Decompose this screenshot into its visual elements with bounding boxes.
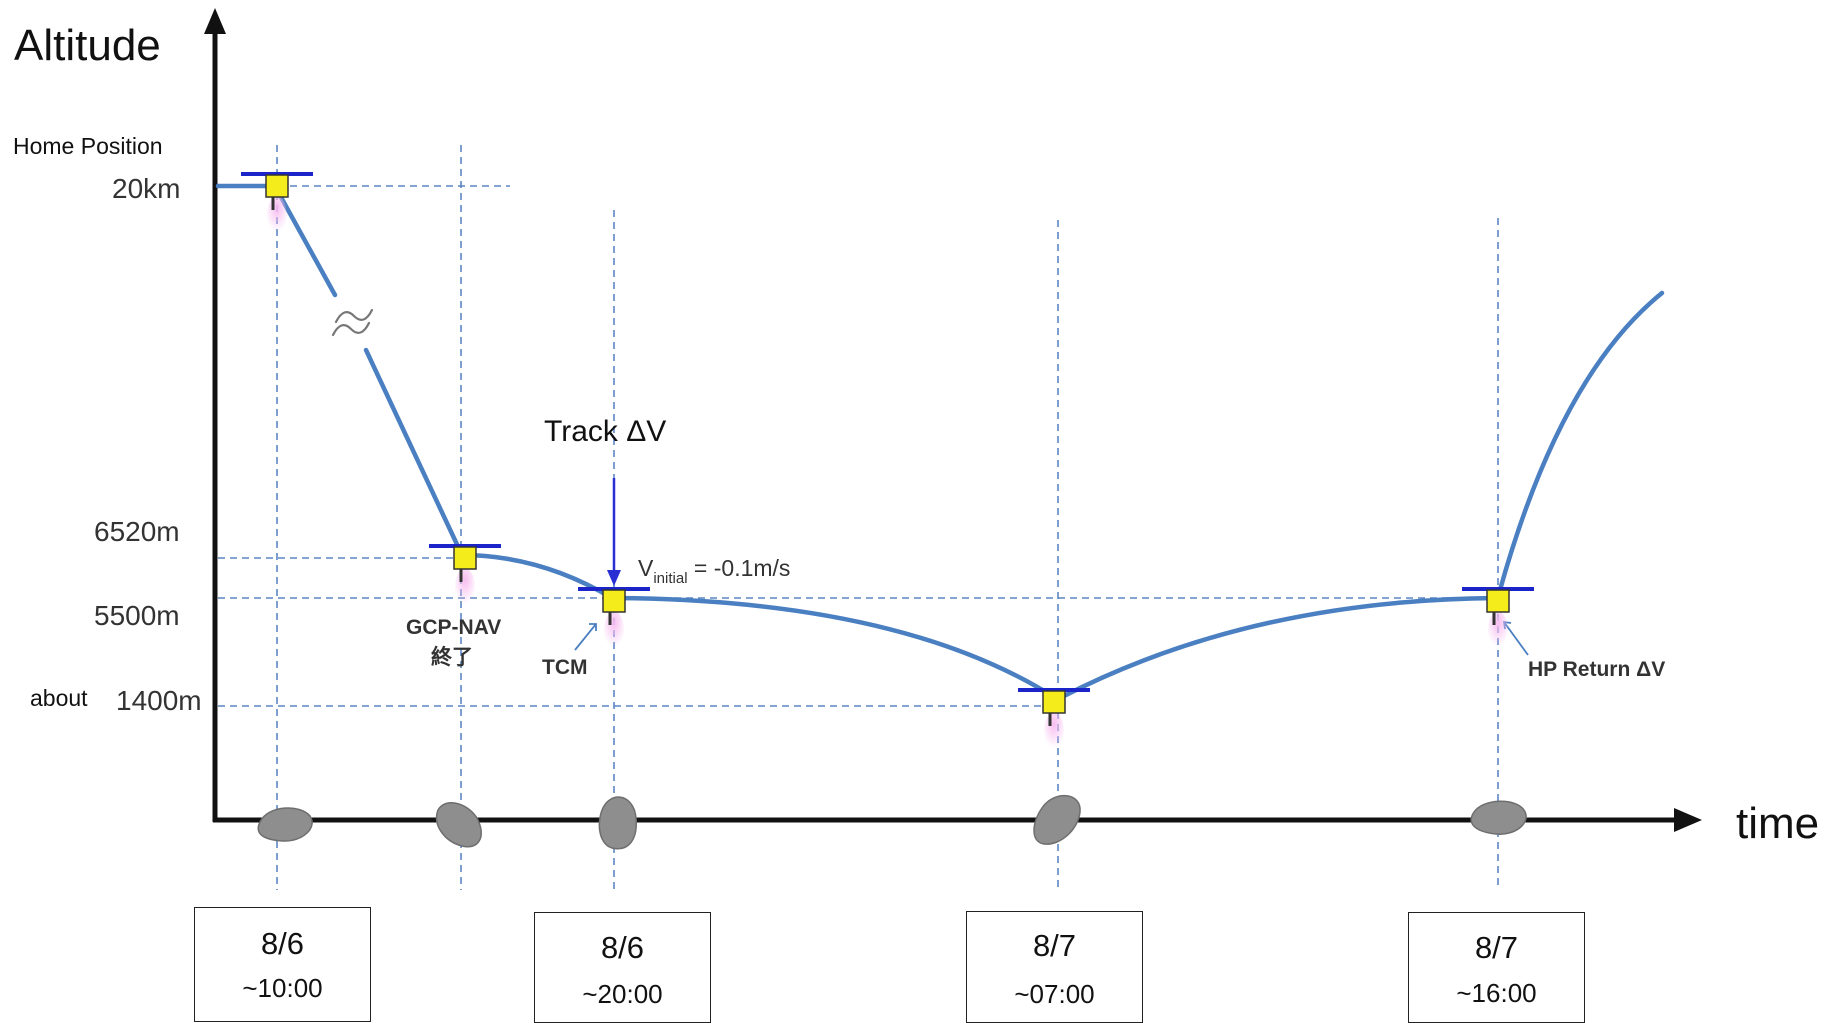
thruster-plume bbox=[267, 196, 287, 236]
timeline-date: 8/7 bbox=[1032, 928, 1077, 963]
spacecraft-icon bbox=[1018, 688, 1090, 752]
thruster-plume bbox=[1044, 712, 1064, 752]
spacecraft-icon bbox=[241, 172, 313, 236]
y-axis-title: Altitude bbox=[14, 21, 161, 70]
asteroid-icon bbox=[1470, 800, 1527, 835]
thruster-plume bbox=[455, 568, 475, 608]
asteroid-icon bbox=[257, 807, 313, 842]
tcm-pointer bbox=[574, 623, 597, 651]
v-initial-value: = -0.1m/s bbox=[688, 555, 791, 581]
trajectory-descent-upper bbox=[274, 187, 338, 298]
spacecraft-body bbox=[1486, 589, 1510, 613]
axes bbox=[204, 8, 1702, 832]
trajectory-descent-lower bbox=[363, 347, 464, 556]
thruster-plume bbox=[604, 611, 624, 651]
timeline-date: 8/7 bbox=[1474, 930, 1519, 965]
about-label: about bbox=[30, 685, 88, 711]
altitude-label-20km: 20km bbox=[112, 173, 180, 204]
asteroids bbox=[257, 794, 1527, 850]
asteroid-icon bbox=[1033, 794, 1081, 845]
timeline-box-3: 8/7 ~07:00 bbox=[966, 911, 1143, 1023]
tcm-label: TCM bbox=[542, 656, 588, 679]
x-axis-arrowhead bbox=[1674, 808, 1702, 832]
timeline-time: ~10:00 bbox=[242, 973, 323, 1003]
trajectory-gcp-to-tcm bbox=[458, 552, 615, 601]
asteroid-icon bbox=[435, 802, 482, 848]
v-initial-prefix: V bbox=[638, 555, 654, 581]
spacecraft-body bbox=[453, 546, 477, 570]
v-initial-subscript: initial bbox=[653, 570, 687, 587]
v-initial-label: Vinitial = -0.1m/s bbox=[638, 555, 790, 587]
wavy-break-icon bbox=[331, 308, 374, 337]
thruster-plume bbox=[1488, 611, 1508, 651]
trajectory-fall-to-1400m bbox=[611, 595, 1057, 700]
trajectory-rise-to-5500m bbox=[1059, 595, 1500, 700]
asteroid-icon bbox=[598, 796, 637, 850]
spacecraft-body bbox=[602, 589, 626, 613]
spacecraft-body bbox=[265, 174, 289, 198]
trajectory bbox=[215, 183, 1665, 700]
timeline-date: 8/6 bbox=[260, 926, 305, 961]
trajectory-hp-return bbox=[1497, 290, 1665, 593]
gcp-nav-end-label: 終了 bbox=[431, 645, 473, 669]
timeline-box-2: 8/6 ~20:00 bbox=[534, 912, 711, 1023]
timeline-box-1: 8/6 ~10:00 bbox=[194, 907, 371, 1022]
label-pointers bbox=[574, 620, 1529, 656]
timeline-time: ~20:00 bbox=[582, 979, 663, 1009]
altitude-label-5500m: 5500m bbox=[94, 600, 180, 631]
gcp-nav-label: GCP-NAV bbox=[406, 616, 501, 639]
spacecraft-icon bbox=[429, 544, 501, 608]
guide-lines bbox=[218, 145, 1510, 890]
track-dv-label: Track ΔV bbox=[544, 415, 666, 448]
timeline-box-4: 8/7 ~16:00 bbox=[1408, 912, 1585, 1023]
home-position-label: Home Position bbox=[13, 133, 163, 159]
y-axis-arrowhead bbox=[204, 8, 226, 34]
spacecraft-group bbox=[241, 172, 1534, 752]
timeline-time: ~07:00 bbox=[1014, 979, 1095, 1009]
altitude-label-6520m: 6520m bbox=[94, 516, 180, 547]
altitude-label-1400m: 1400m bbox=[116, 685, 202, 716]
spacecraft-body bbox=[1042, 690, 1066, 714]
timeline-time: ~16:00 bbox=[1456, 978, 1537, 1008]
x-axis-title: time bbox=[1736, 799, 1819, 848]
spacecraft-icon bbox=[1462, 587, 1534, 651]
hp-return-label: HP Return ΔV bbox=[1528, 658, 1665, 681]
timeline-date: 8/6 bbox=[600, 930, 645, 965]
track-dv-arrow bbox=[607, 478, 621, 586]
spacecraft-icon bbox=[578, 587, 650, 651]
